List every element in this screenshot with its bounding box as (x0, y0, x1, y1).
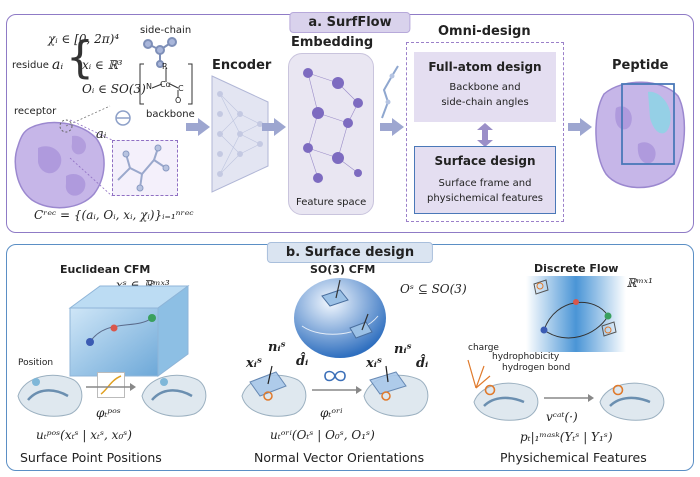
euclidean-cfm-title: Euclidean CFM (60, 263, 151, 276)
so3-formula: Oˢ ⊆ SO(3) (400, 282, 467, 296)
residue-small-icon (115, 110, 131, 126)
o-definition: Oᵢ ∈ SO(3) (82, 82, 146, 96)
x-definition: xᵢ ∈ ℝ³ (82, 58, 123, 72)
feature-pointer-lines (467, 359, 491, 389)
panel-a: a. SurfFlow (6, 12, 694, 233)
discrete-flow-panel (526, 276, 626, 352)
sidechain-label: side-chain (140, 25, 192, 36)
surface-desc-line2: physichemical features (427, 193, 543, 204)
omni-design-label: Omni-design (438, 24, 531, 39)
so3-caption: Normal Vector Orientations (254, 450, 425, 465)
n-vector-right: nᵢˢ (394, 342, 412, 357)
hydrophobicity-label: hydrophobicity (492, 352, 560, 362)
feature-space-box (288, 53, 374, 215)
phi-ori-label: φₜᵒʳⁱ (320, 406, 343, 420)
peptide-chain-icon (381, 65, 399, 119)
euclid-arrow-icon (86, 383, 136, 391)
atom-ca: Cα (160, 80, 171, 89)
encoder-network (211, 75, 269, 193)
fullatom-design-box (414, 52, 556, 122)
so3-cfm-title: SO(3) CFM (310, 263, 376, 276)
euclidean-cube (68, 285, 190, 377)
zoomed-residue-structure (117, 144, 170, 192)
arrow-to-encoder-icon (186, 118, 210, 136)
peptide-complex-image (595, 81, 686, 189)
position-label: Position (18, 358, 54, 368)
so3-arrow-icon (312, 386, 362, 394)
fullatom-design-title: Full-atom design (428, 60, 542, 74)
panel-b-title: b. Surface design (266, 242, 434, 263)
encoder-label: Encoder (212, 58, 272, 73)
euclid-surface-left (17, 374, 83, 417)
hydrogen-bond-label: hydrogen bond (502, 363, 571, 373)
discrete-flow-title: Discrete Flow (534, 262, 619, 275)
arrow-to-embedding-icon (262, 118, 286, 136)
d-vector-right: d̂ᵢ (416, 356, 429, 371)
discrete-caption: Physichemical Features (500, 450, 647, 465)
surface-design-box (414, 146, 556, 214)
fullatom-desc-line1: Backbone and (449, 82, 521, 93)
feature-space-graph (303, 68, 363, 183)
residue-label: residue (12, 60, 49, 71)
backbone-structure (139, 63, 193, 105)
zoom-connector-lines (69, 119, 113, 197)
atom-o: O (175, 96, 182, 105)
sidechain-molecule (143, 37, 177, 68)
receptor-zoom-connector (65, 105, 111, 127)
feature-space-label: Feature space (296, 197, 367, 208)
bidirectional-arrow-icon (477, 123, 493, 147)
embedding-label: Embedding (291, 35, 374, 50)
arrow-to-peptide-icon (568, 118, 592, 136)
phi-pos-curve (100, 375, 122, 395)
arrow-to-omni-icon (380, 118, 404, 136)
discrete-arrow-icon (544, 394, 594, 402)
surface-design-title: Surface design (434, 154, 536, 168)
euclid-caption: Surface Point Positions (20, 450, 162, 465)
p-mask-formula: pₜ|₁ᵐᵃˢᵏ(Υₜˢ | Υ₁ˢ) (520, 430, 613, 444)
u-pos-formula: uₜᵖᵒˢ(xₜˢ | xₜˢ, x₀ˢ) (36, 428, 132, 442)
backbone-label: backbone (146, 109, 195, 120)
atom-r: R (162, 62, 168, 71)
so3-sphere (294, 278, 386, 358)
x-vector-right: xᵢˢ (366, 356, 382, 371)
euclid-surface-right (141, 374, 207, 417)
panel-a-title: a. SurfFlow (289, 12, 411, 33)
phi-pos-label: φₜᵖᵒˢ (96, 406, 121, 420)
x-vector-left: xᵢˢ (246, 356, 262, 371)
so3-surface-right (363, 365, 429, 417)
residue-brace: { (66, 32, 94, 83)
receptor-label: receptor (14, 106, 57, 117)
atom-c: C (178, 84, 184, 93)
discrete-surface-left (473, 382, 539, 421)
n-vector-left: nᵢˢ (268, 340, 286, 355)
charge-label: charge (468, 343, 499, 353)
crec-formula: Cʳᵉᶜ = {(aᵢ, Oᵢ, xᵢ, χᵢ)}ᵢ₌₁ⁿʳᵉᶜ (34, 208, 194, 222)
chi-definition: χᵢ ∈ [0, 2π)⁴ (48, 32, 120, 46)
atom-n: N (146, 82, 152, 91)
ai-pointer-label: aᵢ (96, 127, 107, 142)
receptor-protein-image (14, 119, 105, 209)
peptide-label: Peptide (612, 58, 669, 73)
panel-b: b. Surface design (6, 242, 694, 471)
surface-desc-line1: Surface frame and (438, 178, 532, 189)
fullatom-desc-line2: side-chain angles (441, 97, 529, 108)
u-ori-formula: uₜᵒʳⁱ(Oₜˢ | O₀ˢ, O₁ˢ) (270, 428, 375, 442)
so3-surface-left (241, 365, 307, 417)
omni-design-box (406, 42, 564, 222)
residue-symbol: aᵢ (52, 57, 64, 73)
discrete-surface-right (599, 382, 665, 421)
so3-flow-icon (324, 370, 346, 382)
d-vector-left: d̂ᵢ (296, 354, 309, 369)
v-cat-label: vᶜᵃᵗ(·) (546, 410, 578, 424)
